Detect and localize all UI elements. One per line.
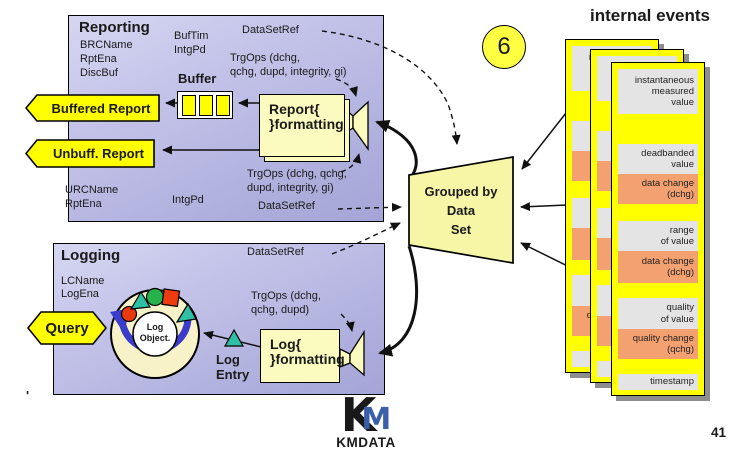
logo-m-glyph: M xyxy=(361,402,392,437)
red-circle-icon xyxy=(120,305,138,323)
datasetref-log-label: DataSetRef xyxy=(247,246,304,258)
event-card-front: instantaneous measured value deadbanded … xyxy=(611,62,705,396)
log-formatting-label-line2: formatting xyxy=(275,351,345,367)
red-square-icon xyxy=(161,288,181,308)
log-object-ring xyxy=(110,287,200,379)
report-formatting-label-line2: formatting xyxy=(274,116,344,132)
step-number-badge: 6 xyxy=(482,25,526,69)
kmdata-logo-text: KMDATA xyxy=(336,435,396,450)
event-card1-arrow xyxy=(521,112,567,170)
grouped-by-dataset-shape xyxy=(408,155,514,265)
internal-events-title: internal events xyxy=(590,6,710,25)
trgops-bottom-dashed-arrow xyxy=(340,153,362,173)
event-field: deadbanded value xyxy=(618,144,698,174)
buffer-slot-icon xyxy=(216,95,230,116)
attr-rptena2: RptEna xyxy=(65,198,102,210)
stray-mark: ' xyxy=(26,388,30,403)
attr-discbuf: DiscBuf xyxy=(80,67,118,79)
unbuff-report-tag: Unbuff. Report xyxy=(24,139,156,168)
attr-urcname: URCName xyxy=(65,184,119,196)
trgops-top-dashed-arrow xyxy=(335,78,358,97)
unbuff-report-label: Unbuff. Report xyxy=(53,146,144,161)
step-number: 6 xyxy=(497,33,511,60)
log-formatting-box: Log{ }formatting xyxy=(260,329,345,383)
attr-intgpd2: IntgPd xyxy=(172,194,204,206)
query-tag: Query xyxy=(26,311,108,345)
trgops-log-label-l2: qchg, dupd) xyxy=(251,304,310,316)
buffered-report-tag: Buffered Report xyxy=(24,94,161,122)
log-funnel-icon xyxy=(339,329,365,377)
attr-intgpd: IntgPd xyxy=(174,44,206,56)
event-field: data change (dchg) xyxy=(618,174,698,204)
kmdata-logo: K M KMDATA xyxy=(326,388,406,450)
attr-lcname: LCName xyxy=(61,275,105,287)
buffer-label: Buffer xyxy=(178,71,217,86)
trgops-bot-label-l2: dupd, integrity, gi) xyxy=(247,182,334,194)
reporting-title: Reporting xyxy=(79,19,150,36)
event-field: timestamp xyxy=(618,374,698,390)
datasetref-report-dashed-arrow xyxy=(337,202,402,212)
kmdata-logo-mark: K M xyxy=(326,388,406,442)
log-entry-triangle-icon xyxy=(223,328,245,347)
trgops-top-label-l2: qchg, dupd, integrity, gi) xyxy=(230,66,347,78)
report-formatting-box: Report{ }formatting xyxy=(259,94,345,157)
trgops-log-dashed-arrow xyxy=(340,313,355,332)
grouped-by-dataset-label: Grouped by Data Set xyxy=(424,184,498,237)
grouped-to-log-formatting-arrow xyxy=(378,245,419,357)
buffer-slot-icon xyxy=(182,95,196,116)
datasetref-bot-label: DataSetRef xyxy=(258,200,315,212)
datasetref-top-label: DataSetRef xyxy=(242,24,299,36)
buffer-box xyxy=(177,91,233,119)
trgops-log-label-l1: TrgOps (dchg, xyxy=(251,290,321,302)
buffer-slot-icon xyxy=(199,95,213,116)
attr-brcname: BRCName xyxy=(80,39,133,51)
trgops-bot-label-l1: TrgOps (dchg, qchg, xyxy=(247,168,347,180)
teal-triangle-icon xyxy=(129,290,151,310)
log-entry-label: Log Entry xyxy=(216,352,250,382)
attr-rptena: RptEna xyxy=(80,53,117,65)
report-formatting-label-line1: Report xyxy=(269,101,315,117)
datasetref-top-dashed-arrow xyxy=(321,30,461,145)
teal-triangle-icon xyxy=(175,302,197,323)
datasetref-log-dashed-arrow xyxy=(331,222,401,255)
event-field: instantaneous measured value xyxy=(618,69,698,114)
event-field: quality change (qchg) xyxy=(618,329,698,359)
logo-k-glyph: K xyxy=(340,388,377,442)
log-object-label: Log Object. xyxy=(139,322,171,343)
log-formatting-label-line1: Log xyxy=(270,336,296,352)
event-field: range of value xyxy=(618,221,698,251)
log-object-core xyxy=(132,311,178,357)
trgops-top-label-l1: TrgOps (dchg, xyxy=(230,52,300,64)
attr-buftim: BufTim xyxy=(174,30,209,42)
query-label: Query xyxy=(45,319,89,337)
green-circle-icon xyxy=(145,287,165,307)
attr-logena: LogEna xyxy=(61,288,99,300)
grouped-to-report-formatting-arrow xyxy=(375,120,418,181)
buffered-report-label: Buffered Report xyxy=(51,100,151,116)
event-field: data change (dchg) xyxy=(618,251,698,283)
page-number: 41 xyxy=(710,425,726,440)
logging-title: Logging xyxy=(61,247,121,264)
event-field: quality of value xyxy=(618,298,698,329)
